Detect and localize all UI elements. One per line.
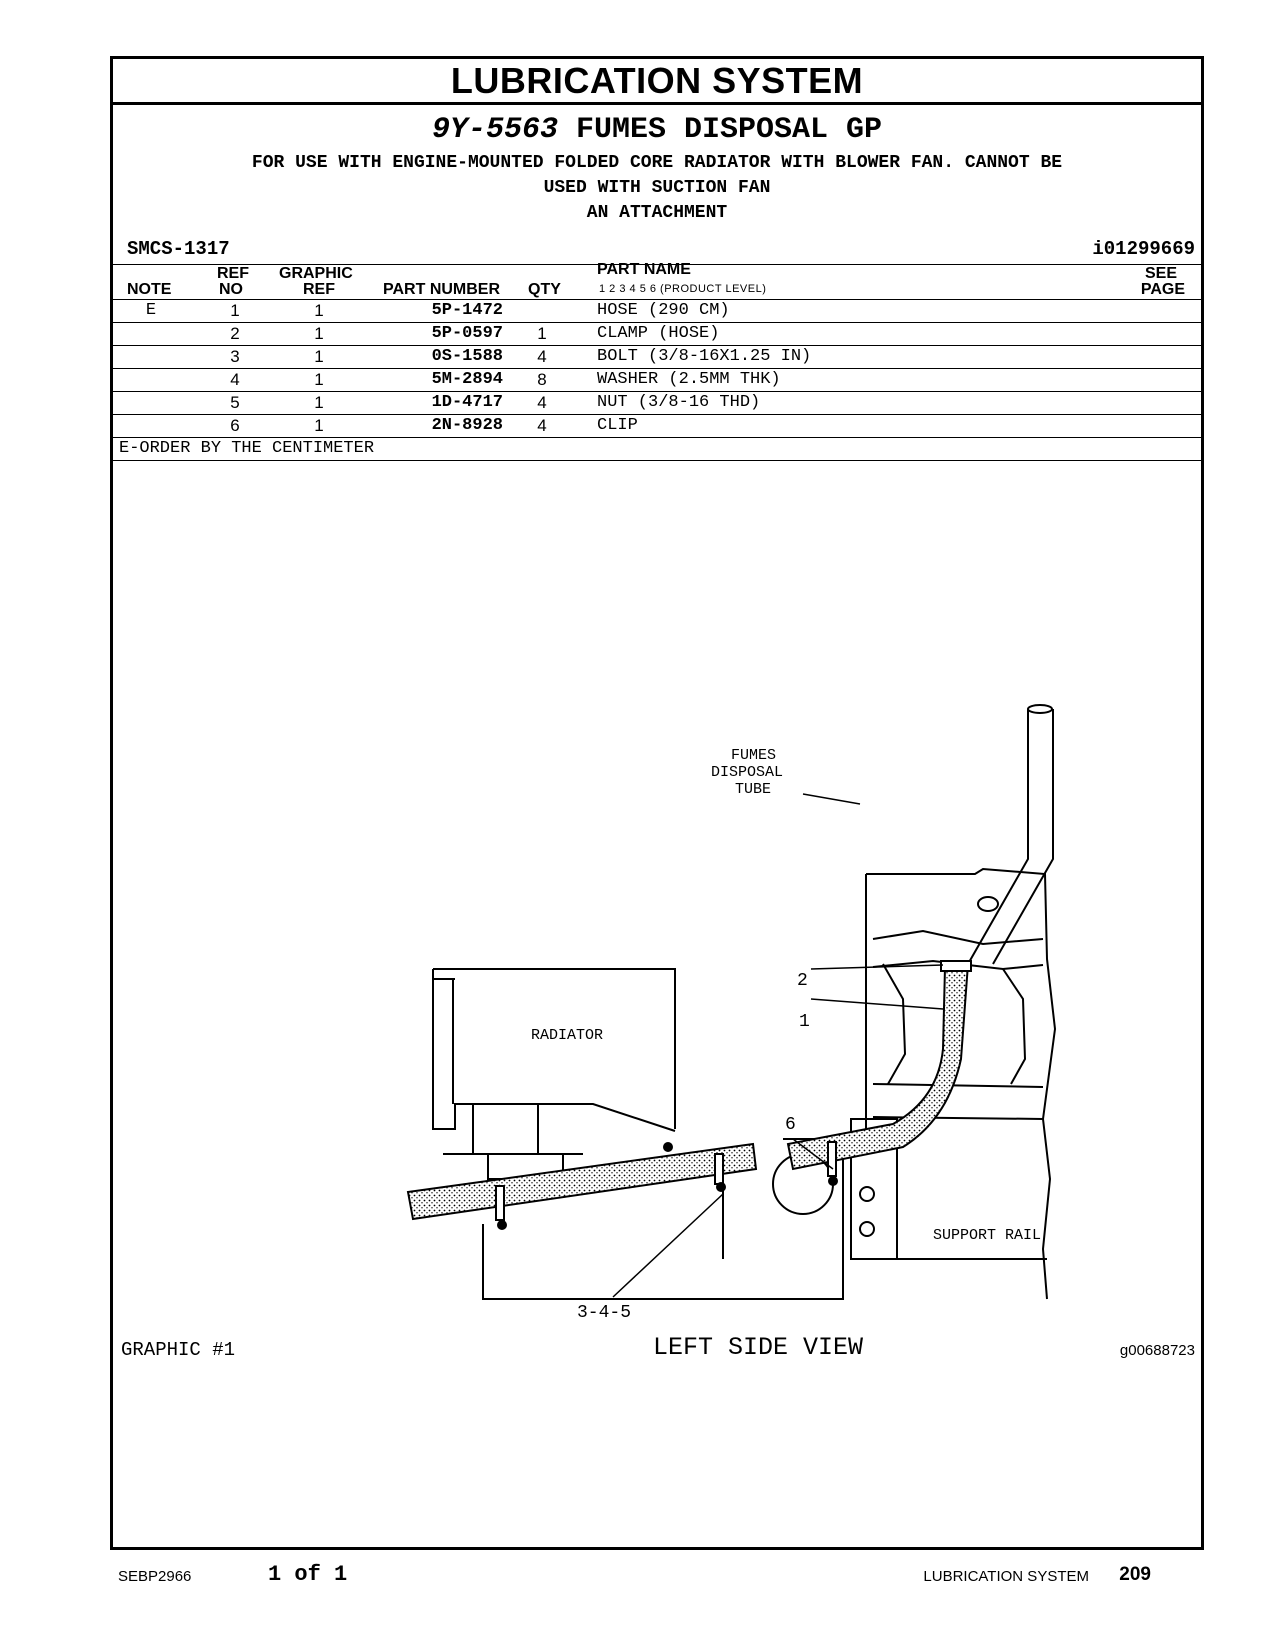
header-note: NOTE <box>127 281 172 298</box>
cell-part-number: 5M-2894 <box>431 370 503 389</box>
callout-6: 6 <box>785 1115 796 1135</box>
table-row: 3 1 0S-1588 4 BOLT (3/8-16X1.25 IN) <box>113 346 1201 369</box>
engine-block-outline <box>866 867 1057 1300</box>
label-fumes: FUMES <box>731 747 776 764</box>
view-label: LEFT SIDE VIEW <box>653 1333 863 1362</box>
description-line: USED WITH SUCTION FAN <box>543 178 771 198</box>
fumes-tube <box>967 709 1029 965</box>
title-bar: LUBRICATION SYSTEM <box>113 59 1201 105</box>
tube-clamp <box>977 896 999 912</box>
radiator-outline <box>433 968 676 1129</box>
description-line: FOR USE WITH ENGINE-MOUNTED FOLDED CORE … <box>251 153 1063 173</box>
graphic-id: g00688723 <box>1119 1342 1195 1359</box>
table-row: 5 1 1D-4717 4 NUT (3/8-16 THD) <box>113 392 1201 415</box>
publication-number: SEBP2966 <box>118 1568 192 1585</box>
cell-part-name: CLIP <box>597 416 638 435</box>
table-row: 4 1 5M-2894 8 WASHER (2.5MM THK) <box>113 369 1201 392</box>
cell-part-name: CLAMP (HOSE) <box>597 324 720 343</box>
table-row: E 1 1 5P-1472 HOSE (290 CM) <box>113 300 1201 323</box>
doc-id: i01299669 <box>1092 238 1195 260</box>
group-description: FOR USE WITH ENGINE-MOUNTED FOLDED CORE … <box>113 151 1201 226</box>
cell-qty: 4 <box>537 416 547 435</box>
page-footer: SEBP2966 1 of 1 LUBRICATION SYSTEM 209 <box>0 1560 1275 1600</box>
cell-part-name: BOLT (3/8-16X1.25 IN) <box>597 347 812 366</box>
header-product-level: 1 2 3 4 5 6 (PRODUCT LEVEL) <box>599 283 767 295</box>
header-ref-top: REF <box>217 265 249 282</box>
page-of: 1 of 1 <box>268 1562 348 1587</box>
callout-1: 1 <box>799 1012 810 1032</box>
group-title: 9Y-5563 FUMES DISPOSAL GP <box>113 113 1201 147</box>
document-frame: LUBRICATION SYSTEM 9Y-5563 FUMES DISPOSA… <box>110 56 1204 1550</box>
cell-graphic-ref: 1 <box>314 393 324 412</box>
smcs-row: SMCS-1317 i01299669 <box>113 234 1201 264</box>
header-graphic-bottom: REF <box>303 281 335 298</box>
cell-note: E <box>145 301 157 320</box>
cell-part-name: WASHER (2.5MM THK) <box>597 370 781 389</box>
page-number: 209 <box>1119 1564 1151 1585</box>
header-graphic-top: GRAPHIC <box>279 265 353 282</box>
cell-ref: 5 <box>230 393 240 412</box>
cell-ref: 4 <box>230 370 240 389</box>
cell-part-number: 5P-0597 <box>431 324 503 343</box>
table-footnote: E-ORDER BY THE CENTIMETER <box>113 438 1201 461</box>
cell-ref: 3 <box>230 347 240 366</box>
cell-part-name: NUT (3/8-16 THD) <box>597 393 761 412</box>
callout-2: 2 <box>797 971 808 991</box>
cell-graphic-ref: 1 <box>314 416 324 435</box>
cell-ref: 6 <box>230 416 240 435</box>
cell-graphic-ref: 1 <box>314 370 324 389</box>
graphic-caption: GRAPHIC #1 <box>121 1339 236 1361</box>
cell-part-name: HOSE (290 CM) <box>597 301 730 320</box>
cell-part-number: 0S-1588 <box>431 347 503 366</box>
table-row: 6 1 2N-8928 4 CLIP <box>113 415 1201 438</box>
smcs-code: SMCS-1317 <box>127 238 230 260</box>
header-part-number: PART NUMBER <box>383 281 501 298</box>
group-part-number: 9Y-5563 <box>431 113 558 147</box>
cell-graphic-ref: 1 <box>314 301 324 320</box>
cell-qty: 4 <box>537 393 547 412</box>
cell-part-number: 2N-8928 <box>431 416 503 435</box>
group-name: FUMES DISPOSAL GP <box>575 113 883 147</box>
header-see-top: SEE <box>1144 265 1177 282</box>
cell-part-number: 5P-1472 <box>431 301 503 320</box>
label-support-rail: SUPPORT RAIL <box>933 1227 1041 1244</box>
cell-ref: 2 <box>230 324 240 343</box>
hose-curved <box>786 962 970 1171</box>
header-qty: QTY <box>528 281 561 298</box>
header-part-name: PART NAME <box>597 261 691 278</box>
hose-straight <box>406 1142 758 1221</box>
label-tube: TUBE <box>735 781 771 798</box>
cell-part-number: 1D-4717 <box>431 393 503 412</box>
table-row: 2 1 5P-0597 1 CLAMP (HOSE) <box>113 323 1201 346</box>
parts-illustration: FUMES DISPOSAL TUBE RADIATOR SUPPORT RAI… <box>406 704 1057 1362</box>
cell-qty: 8 <box>537 370 547 389</box>
footer-section: LUBRICATION SYSTEM <box>923 1568 1089 1585</box>
cell-ref: 1 <box>230 301 240 320</box>
cell-graphic-ref: 1 <box>314 324 324 343</box>
cell-qty: 4 <box>537 347 547 366</box>
header-see-bottom: PAGE <box>1140 281 1185 298</box>
cell-graphic-ref: 1 <box>314 347 324 366</box>
cell-qty: 1 <box>537 324 547 343</box>
hose-clamp <box>940 960 972 972</box>
section-title: LUBRICATION SYSTEM <box>450 59 864 101</box>
description-line: AN ATTACHMENT <box>586 203 728 223</box>
hose-clip <box>495 1185 505 1221</box>
header-ref-bottom: NO <box>219 281 243 298</box>
label-disposal: DISPOSAL <box>711 764 783 781</box>
callout-3-4-5: 3-4-5 <box>577 1303 631 1323</box>
label-radiator: RADIATOR <box>531 1027 603 1044</box>
table-header: NOTE REF NO GRAPHIC REF PART NUMBER QTY … <box>113 261 1201 300</box>
